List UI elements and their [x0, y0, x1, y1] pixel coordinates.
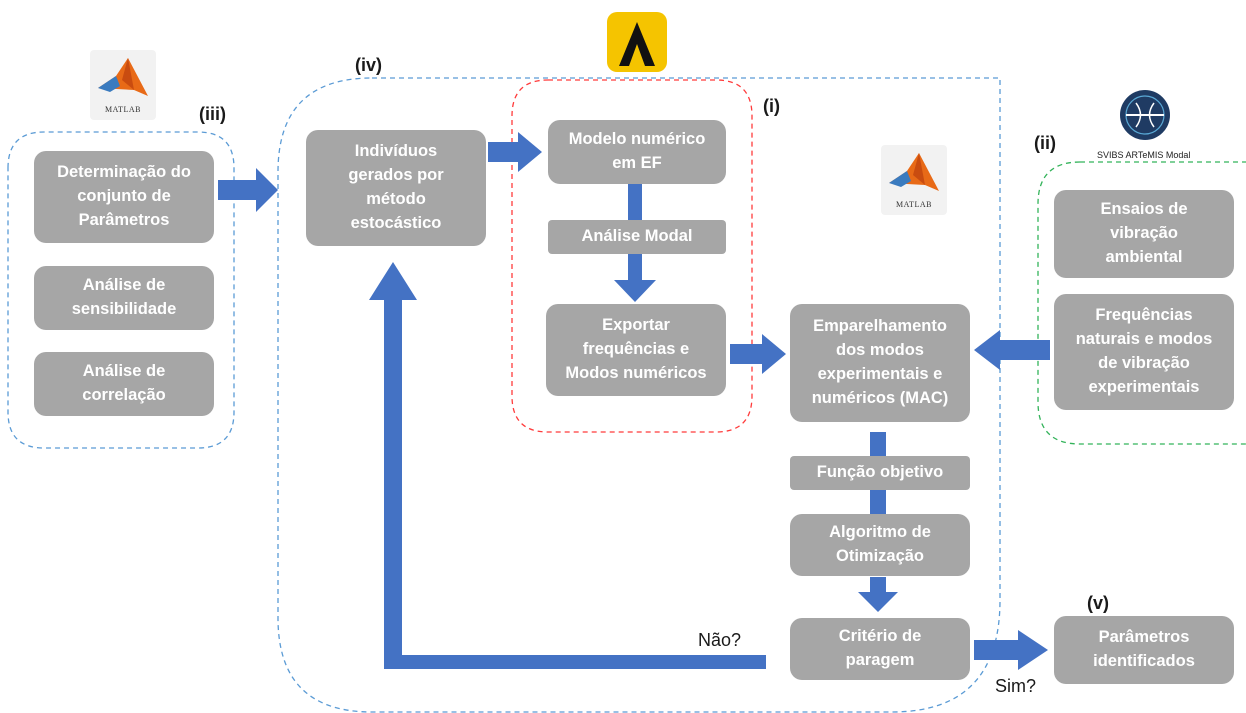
group-iv-outline — [277, 77, 1001, 713]
abaqus-logo — [607, 12, 667, 72]
box-sensitivity: Análise de sensibilidade — [34, 266, 214, 330]
abaqus-logo-icon — [607, 12, 667, 72]
box-correlation: Análise de correlação — [34, 352, 214, 416]
arrow-export-to-pairing — [730, 334, 786, 374]
group-label-iii: (iii) — [199, 104, 226, 124]
group-iii-outline — [7, 131, 235, 449]
box-stop-criterion: Critério de paragem — [790, 618, 970, 680]
svibs-caption: SVIBS ARTeMIS Modal — [1097, 150, 1191, 160]
arrow-modal-to-export — [614, 254, 656, 302]
matlab-logo-icon — [98, 58, 148, 96]
artemis-logo — [1118, 88, 1172, 142]
matlab-logo-caption: MATLAB — [896, 200, 932, 209]
arrows — [218, 132, 1050, 670]
box-optimizer: Algoritmo de Otimização — [790, 514, 970, 576]
arrow-params-to-individuals — [218, 168, 278, 212]
matlab-logo-2: MATLAB — [881, 145, 947, 215]
artemis-logo-icon — [1120, 90, 1170, 140]
box-exp-freqs: Frequências naturais e modos de vibração… — [1054, 294, 1234, 410]
box-pairing: Emparelhamento dos modos experimentais e… — [790, 304, 970, 422]
group-label-v: (v) — [1087, 593, 1109, 613]
arrow-optimizer-to-criterion — [858, 577, 898, 612]
box-identified: Parâmetros identificados — [1054, 616, 1234, 684]
arrow-model-to-modal-stem — [628, 184, 642, 220]
box-export: Exportar frequências e Modos numéricos — [546, 304, 726, 396]
arrow-expfreqs-to-pairing — [974, 330, 1050, 370]
group-label-iv: (iv) — [355, 55, 382, 75]
group-label-ii: (ii) — [1034, 133, 1056, 153]
matlab-logo-caption: MATLAB — [105, 105, 141, 114]
matlab-logo-icon — [889, 153, 939, 191]
matlab-logo-1: MATLAB — [90, 50, 156, 120]
arrow-criterion-to-identified — [974, 630, 1048, 670]
box-objective: Função objetivo — [790, 456, 970, 490]
group-ii-outline — [1037, 161, 1246, 445]
arrow-individuals-to-model — [488, 132, 542, 172]
group-label-i: (i) — [763, 96, 780, 116]
box-fe-model: Modelo numérico em EF — [548, 120, 726, 184]
box-modal-analysis: Análise Modal — [548, 220, 726, 254]
arrow-pairing-to-objective — [870, 432, 886, 458]
box-ambient-tests: Ensaios de vibração ambiental — [1054, 190, 1234, 278]
arrow-objective-to-optimizer — [870, 488, 886, 514]
box-param-set: Determinação do conjunto de Parâmetros — [34, 151, 214, 243]
label-no: Não? — [698, 630, 742, 650]
label-yes: Sim? — [995, 676, 1037, 696]
box-individuals: Indivíduos gerados por método estocástic… — [306, 130, 486, 246]
